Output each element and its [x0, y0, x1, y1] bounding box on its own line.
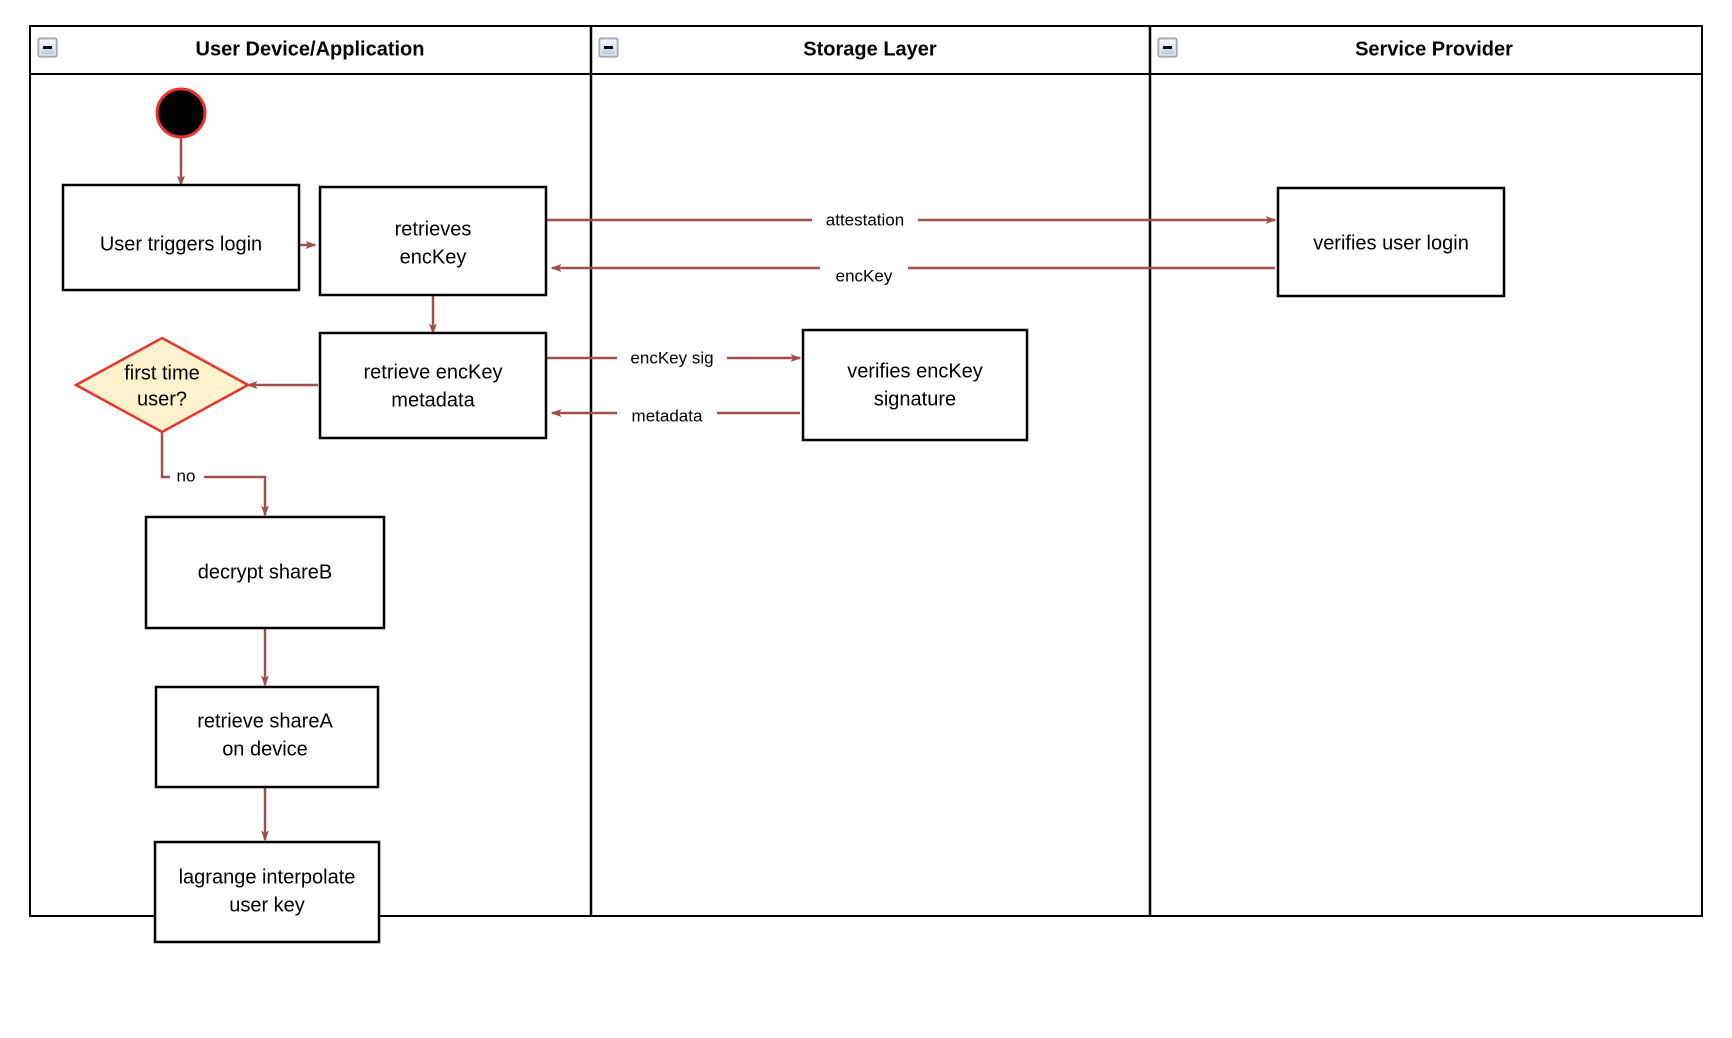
- svg-text:encKey: encKey: [836, 266, 893, 285]
- node-label-line1: retrieve encKey: [364, 361, 503, 383]
- node-decrypt-shareb[interactable]: decrypt shareB: [144, 515, 386, 630]
- node-label-line1: lagrange interpolate: [179, 866, 356, 888]
- collapse-minus-icon[interactable]: [598, 37, 619, 58]
- collapse-minus-icon[interactable]: [37, 37, 58, 58]
- node-verifies-user-login[interactable]: verifies user login: [1276, 186, 1506, 298]
- edge-label-attestation: attestation: [812, 208, 918, 232]
- node-retrieve-enckey-metadata[interactable]: retrieve encKey metadata: [318, 331, 548, 440]
- node-retrieves-enckey[interactable]: retrieves encKey: [318, 185, 548, 297]
- lane-title-user-device: User Device/Application: [196, 38, 425, 60]
- lane-title-service-provider: Service Provider: [1355, 38, 1513, 60]
- node-label-line1: retrieves: [395, 218, 472, 240]
- lane-title-storage: Storage Layer: [803, 38, 937, 60]
- edge-label-enckey-sig: encKey sig: [617, 346, 727, 370]
- node-label-line2: metadata: [391, 389, 475, 411]
- node-label-line2: signature: [874, 388, 956, 410]
- collapse-minus-icon[interactable]: [1157, 37, 1178, 58]
- node-verifies-enckey-signature[interactable]: verifies encKey signature: [801, 328, 1029, 442]
- node-label-line1: first time: [124, 362, 200, 384]
- lane-header-service-provider[interactable]: Service Provider: [1157, 37, 1513, 60]
- edge-decision-no: [160, 424, 269, 517]
- edge-label-enckey: encKey: [820, 264, 908, 288]
- node-lagrange-interpolate-user-key[interactable]: lagrange interpolate user key: [153, 840, 381, 944]
- node-start-initial-node[interactable]: [155, 87, 207, 139]
- node-label: decrypt shareB: [198, 561, 333, 583]
- svg-text:no: no: [177, 466, 196, 485]
- node-user-triggers-login[interactable]: User triggers login: [61, 183, 301, 292]
- edge-label-no: no: [170, 466, 204, 488]
- svg-text:encKey sig: encKey sig: [630, 348, 713, 367]
- node-label-line2: encKey: [400, 246, 467, 268]
- node-label: verifies user login: [1313, 232, 1469, 254]
- svg-text:metadata: metadata: [632, 406, 703, 425]
- edge-label-metadata: metadata: [617, 404, 717, 428]
- node-label-line2: user?: [137, 388, 187, 410]
- lane-header-storage[interactable]: Storage Layer: [598, 37, 937, 60]
- node-label-line1: verifies encKey: [847, 360, 983, 382]
- node-label-line1: retrieve shareA: [197, 710, 333, 732]
- node-label: User triggers login: [100, 233, 262, 255]
- node-label-line2: on device: [222, 738, 308, 760]
- node-label-line2: user key: [229, 894, 305, 916]
- lane-header-user-device[interactable]: User Device/Application: [37, 37, 425, 60]
- node-first-time-user-decision[interactable]: first time user?: [73, 336, 251, 434]
- svg-text:attestation: attestation: [826, 210, 904, 229]
- node-retrieve-sharea-on-device[interactable]: retrieve shareA on device: [154, 685, 380, 789]
